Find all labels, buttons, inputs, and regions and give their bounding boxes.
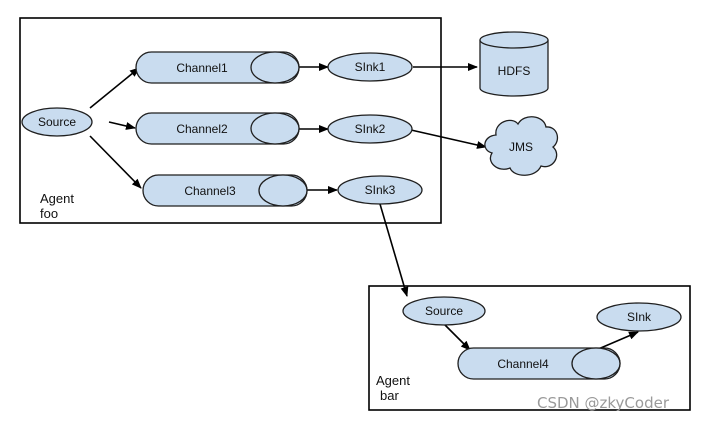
sink-node-bar: SInk: [596, 302, 682, 332]
sink2-label: SInk2: [355, 122, 386, 136]
edge-sink2-jms: [410, 129, 487, 149]
sink2-node: SInk2: [327, 114, 413, 144]
edge-source-channel1: [89, 67, 140, 109]
edge-source-channel2: [108, 121, 136, 130]
channel1-label: Channel1: [176, 61, 228, 75]
source-label-bar: Source: [425, 304, 463, 318]
agent-bar-label-line2: bar: [380, 388, 399, 403]
channel3-label: Channel3: [184, 184, 236, 198]
agent-bar-label-line1: Agent: [376, 373, 410, 388]
channel2-node: Channel2: [135, 112, 300, 145]
sink1-node: SInk1: [327, 52, 413, 82]
watermark-text: CSDN @zkyCoder: [537, 394, 670, 412]
sink3-node: SInk3: [337, 175, 423, 205]
edge-channel4-sink: [595, 331, 639, 351]
jms-label: JMS: [509, 140, 533, 154]
channel2-label: Channel2: [176, 122, 228, 136]
agent-foo-label-line1: Agent: [40, 191, 74, 206]
channel4-node: Channel4: [457, 347, 621, 380]
hdfs-label: HDFS: [498, 64, 531, 78]
sink-label-bar: SInk: [627, 310, 652, 324]
agent-foo-label-line2: foo: [40, 206, 58, 221]
source-node-bar: Source: [402, 296, 486, 326]
source-label-foo: Source: [38, 115, 76, 129]
channel1-node: Channel1: [135, 51, 300, 84]
jms-cloud-icon: JMS: [484, 116, 559, 176]
channel4-label: Channel4: [497, 357, 549, 371]
source-node-foo: Source: [21, 107, 93, 137]
edge-bar-source-channel4: [444, 324, 471, 351]
hdfs-database-icon: HDFS: [479, 31, 549, 97]
edge-sink3-bar-source: [379, 203, 409, 297]
channel3-node: Channel3: [142, 174, 308, 207]
sink1-label: SInk1: [355, 60, 386, 74]
edge-source-channel3: [89, 135, 142, 189]
sink3-label: SInk3: [365, 183, 396, 197]
